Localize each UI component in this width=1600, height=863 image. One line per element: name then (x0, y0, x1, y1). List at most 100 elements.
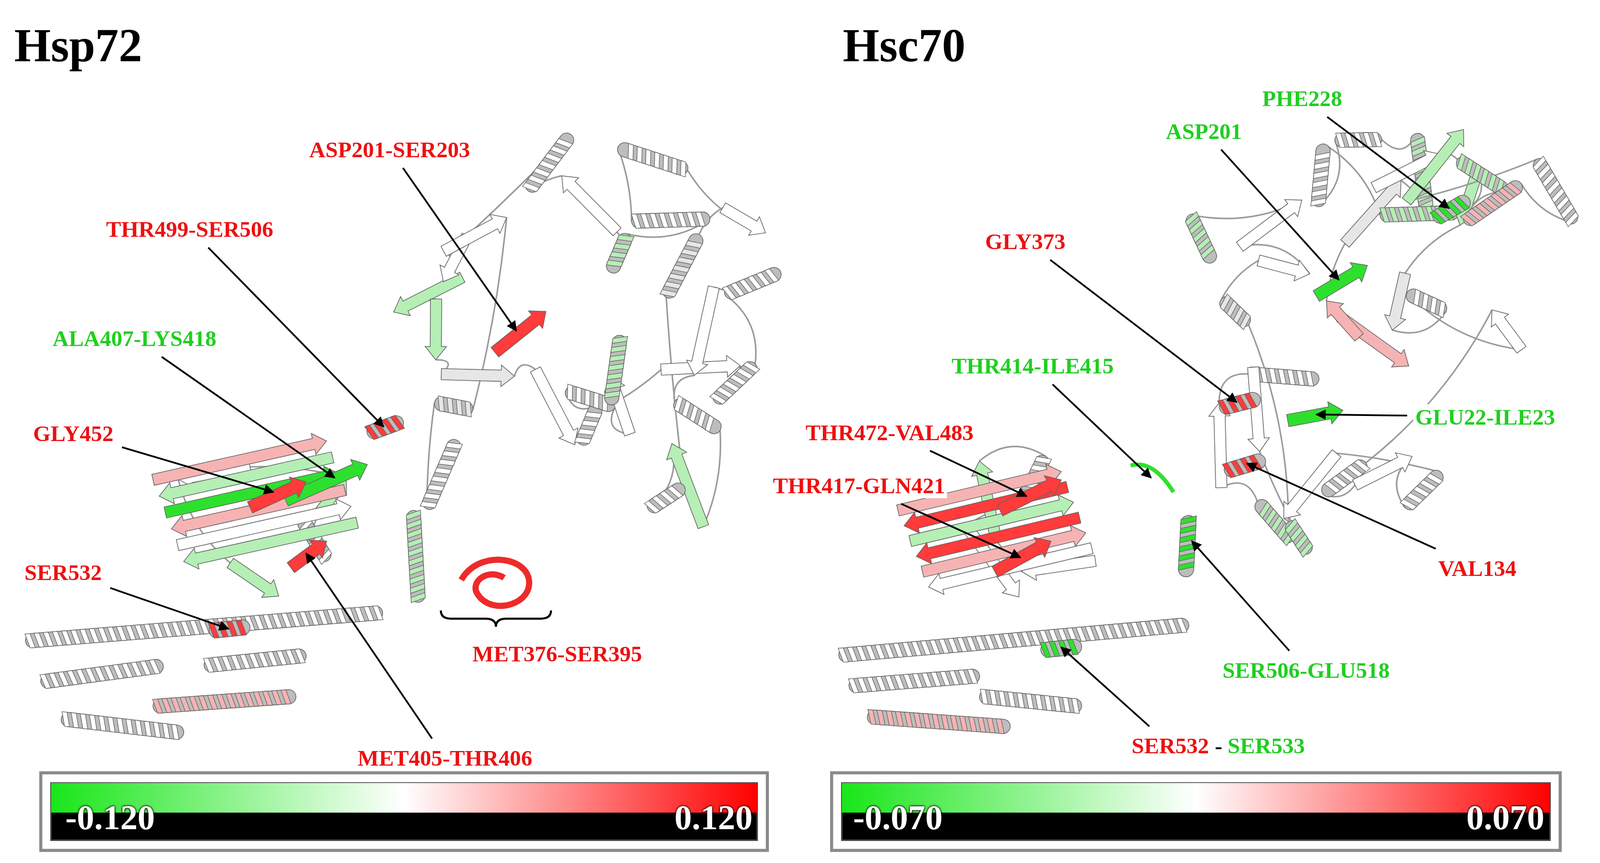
helix-turn (1094, 624, 1105, 640)
residue-label: ASP201-SER203 (307, 136, 472, 162)
leader-arrow (1246, 463, 1436, 549)
helix-turn (410, 582, 425, 594)
helix-turn (79, 628, 91, 644)
helix-turn (847, 646, 859, 662)
helix-turn (115, 717, 127, 733)
helix-turn (434, 463, 452, 478)
helix-turn (299, 610, 311, 626)
helix-turn (148, 658, 160, 675)
helix-turn (659, 154, 673, 172)
helix-turn (153, 622, 164, 638)
colorbar-base (51, 782, 758, 840)
residue-label-box: GLY452 (31, 419, 116, 446)
residue-label: SER506-GLU518 (1220, 656, 1392, 683)
helix-turn (931, 713, 942, 729)
helix-turn (1075, 626, 1087, 642)
coil-group (1190, 133, 1522, 554)
coil (1323, 143, 1380, 215)
helix-turn (453, 399, 466, 416)
helix (1216, 293, 1254, 330)
helix-back (1216, 293, 1254, 330)
helix (203, 647, 307, 673)
helix-turn (121, 662, 133, 679)
helix-turn (605, 379, 622, 391)
helix-turn (85, 667, 97, 683)
helix-turn (667, 157, 682, 175)
residue-label-box: - (1212, 731, 1224, 758)
helix-turn (610, 343, 627, 355)
helix-turn (1178, 560, 1194, 571)
helix (208, 619, 251, 639)
helix-turn (667, 483, 684, 501)
helix-turn (1426, 296, 1441, 314)
helix-turn (911, 641, 922, 657)
helix-turn (61, 630, 73, 646)
helix-turn (967, 716, 978, 732)
panel-title-box: Hsc70 (840, 18, 968, 73)
helix-turn (1103, 624, 1114, 640)
helix (866, 709, 1011, 734)
helix-turn (1158, 619, 1169, 635)
helix-back (406, 509, 426, 603)
beta-strand (525, 364, 584, 450)
colorbar-base (842, 782, 1551, 840)
helix-turn (225, 693, 236, 709)
helix-turn (589, 392, 604, 409)
helix-back (25, 604, 384, 648)
helix-turn (87, 714, 99, 730)
helix-turn (875, 675, 886, 691)
helix-turn (921, 672, 932, 688)
helix-turn (52, 630, 64, 647)
helix-turn (1313, 160, 1330, 171)
leader-arrow (306, 553, 433, 739)
helix (709, 358, 761, 407)
brace (440, 610, 551, 627)
beta-strand (224, 553, 286, 605)
helix-turn (856, 645, 868, 661)
helix-turn (390, 413, 405, 432)
helix-turn (1409, 289, 1425, 307)
helix-turn (985, 717, 997, 733)
helix-turn (979, 688, 990, 705)
colorbar-frame (831, 772, 1561, 851)
residue-label: PHE228 (1260, 84, 1345, 111)
leader-arrow (1221, 149, 1339, 280)
colorbar-value-box: 0.120 (672, 796, 755, 837)
helix-turn (604, 388, 620, 400)
leader-arrow (1192, 540, 1290, 651)
helix-turn (1024, 693, 1036, 709)
helix-turn (442, 446, 460, 461)
helix-turn (1453, 194, 1470, 213)
helix-turn (372, 604, 384, 620)
helix-turn (161, 697, 172, 713)
helix-turn (290, 611, 302, 627)
helix-turn (949, 715, 960, 731)
helix-turn (235, 619, 247, 636)
helix-turn (1070, 698, 1081, 714)
helix-turn (207, 694, 218, 710)
helix-turn (685, 237, 703, 252)
helix-turn (866, 709, 877, 725)
helix-turn (609, 247, 627, 262)
residue-label: THR472-VAL483 (803, 418, 976, 445)
helix-turn (1043, 695, 1054, 711)
helix-turn (409, 573, 425, 584)
helix-turn (143, 623, 155, 639)
beta-strand (1483, 303, 1531, 356)
helix-turn (993, 633, 1005, 649)
helix-back (631, 211, 710, 228)
residue-label-box: GLU22-ILE23 (1413, 403, 1558, 430)
helix-turn (142, 720, 154, 737)
residue-label-box: ASP201 (1163, 117, 1244, 144)
helix-turn (857, 677, 868, 693)
helix-turn (408, 555, 424, 566)
helix-back (603, 231, 634, 276)
helix-turn (444, 397, 457, 414)
helix-turn (902, 641, 913, 657)
helix-turn (25, 632, 36, 648)
helix-turn (438, 455, 456, 470)
helix-turn (171, 621, 182, 637)
helix-turn (131, 661, 143, 677)
helix-turn (249, 652, 260, 668)
